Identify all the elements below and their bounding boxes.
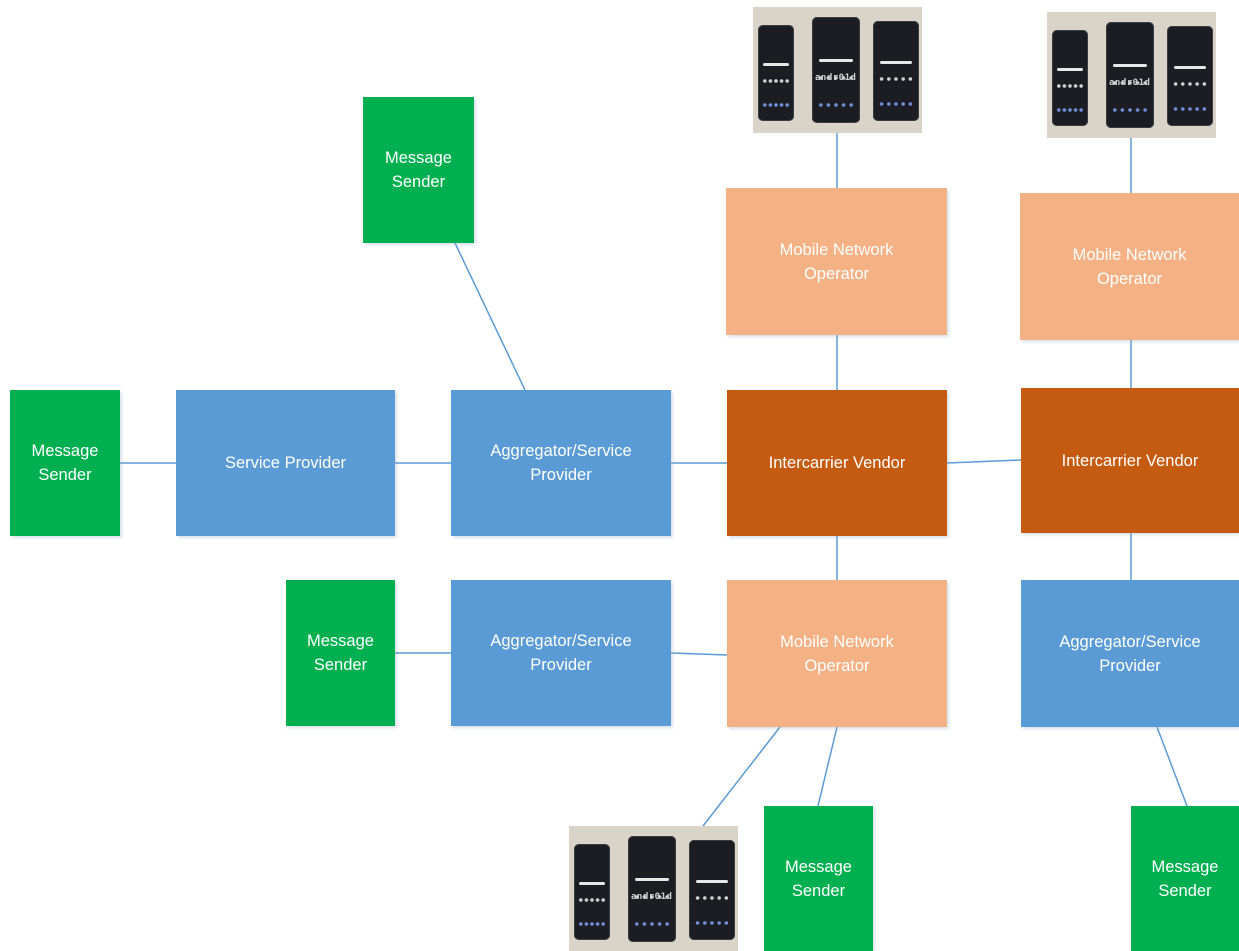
message-sender-node: Message Sender <box>286 580 395 726</box>
node-label: Message Sender <box>307 632 374 674</box>
connector-aggregator-to-mno-bottom <box>670 652 728 656</box>
android-logo: andr01d <box>1109 78 1151 88</box>
message-sender-node: Message Sender <box>764 806 873 951</box>
node-label: Mobile Network Operator <box>1072 245 1187 288</box>
intercarrier-vendor-node: Intercarrier Vendor <box>727 390 947 536</box>
node-label: Mobile Network Operator <box>779 240 894 283</box>
mobile-network-operator-node: Mobile Network Operator <box>727 580 947 727</box>
android-logo: andr01d <box>631 892 673 902</box>
node-label: Aggregator/Service Provider <box>490 442 632 484</box>
android-phones-image: andr01d <box>569 826 738 951</box>
message-sender-node: Message Sender <box>363 97 474 243</box>
connector-mno-bottom-to-sender <box>817 726 838 807</box>
intercarrier-vendor-node: Intercarrier Vendor <box>1021 388 1239 533</box>
node-label: Message Sender <box>785 857 852 900</box>
node-label: Service Provider <box>224 454 347 472</box>
node-label: Message Sender <box>1151 857 1219 900</box>
node-label: Message Sender <box>385 149 452 191</box>
message-sender-node: Message Sender <box>10 390 120 536</box>
node-label: Mobile Network Operator <box>780 632 894 675</box>
node-label: Aggregator/Service Provider <box>1059 632 1201 675</box>
mobile-network-operator-node: Mobile Network Operator <box>726 188 947 335</box>
aggregator-service-provider-node: Aggregator/Service Provider <box>451 580 671 726</box>
message-sender-node: Message Sender <box>1131 806 1239 951</box>
connector-mno-bottom-to-phones <box>702 726 781 827</box>
android-phones-image: andr01d <box>753 7 922 133</box>
connector-intercarrier-to-intercarrier <box>946 459 1022 464</box>
connector-sender-top-to-aggregator <box>454 242 526 391</box>
node-label: Aggregator/Service Provider <box>490 632 632 674</box>
node-label: Intercarrier Vendor <box>1061 451 1199 470</box>
mobile-network-operator-node: Mobile Network Operator <box>1020 193 1239 340</box>
android-phones-image: andr01d <box>1047 12 1216 138</box>
service-provider-node: Service Provider <box>176 390 395 536</box>
connector-aggregator-right-to-sender <box>1156 726 1188 807</box>
aggregator-service-provider-node: Aggregator/Service Provider <box>1021 580 1239 727</box>
node-label: Message Sender <box>31 442 99 484</box>
android-logo: andr01d <box>815 73 857 83</box>
aggregator-service-provider-node: Aggregator/Service Provider <box>451 390 671 536</box>
node-label: Intercarrier Vendor <box>768 454 906 472</box>
